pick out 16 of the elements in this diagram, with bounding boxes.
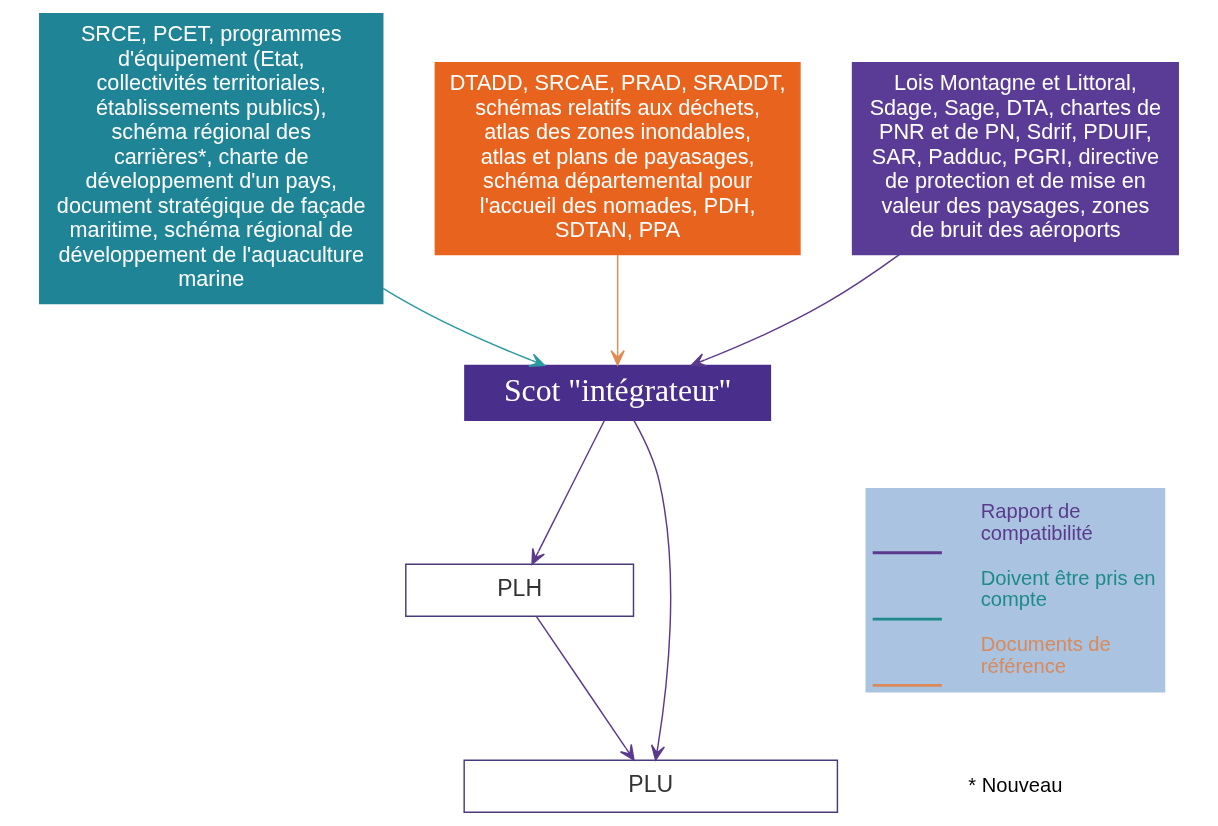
node-box: Lois Montagne et Littoral, Sdage, Sage, DTA, chartes de PNR et de PN, Sdrif, PDUIF, SAR, Padduc, PGRI, directive de protection et de mise en valeur des paysages, zones de bruit des aéroports xyxy=(851,62,1179,256)
arrow xyxy=(531,419,606,565)
arrow xyxy=(382,287,546,367)
arrow xyxy=(633,419,672,761)
arrow xyxy=(610,254,625,366)
node-box: PLH xyxy=(405,563,635,617)
arrow xyxy=(690,253,900,367)
node-box: PLU xyxy=(463,759,839,813)
arrow xyxy=(535,615,635,761)
legend-label: Rapport de compatibilité xyxy=(980,500,1093,545)
label: * Nouveau xyxy=(968,773,1063,796)
node-box: Scot "intégrateur" xyxy=(464,364,772,421)
node-box: SRCE, PCET, programmes d'équipement (Etat, collectivités territoriales, établissements publics), schéma régional des carrières*, charte de développement d'un pays, document stratégique de façade maritime, schéma régional de développement de l'aquaculture marine xyxy=(39,13,384,305)
legend-label: Doivent être pris en compte xyxy=(980,566,1156,611)
node-box: DTADD, SRCAE, PRAD, SRADDT, schémas relatifs aux déchets, atlas des zones inondables, atlas et plans de payasages, schéma départemental pour l'accueil des nomades, PDH, SDTAN, PPA xyxy=(434,62,801,256)
legend-label: Documents de référence xyxy=(980,633,1111,677)
